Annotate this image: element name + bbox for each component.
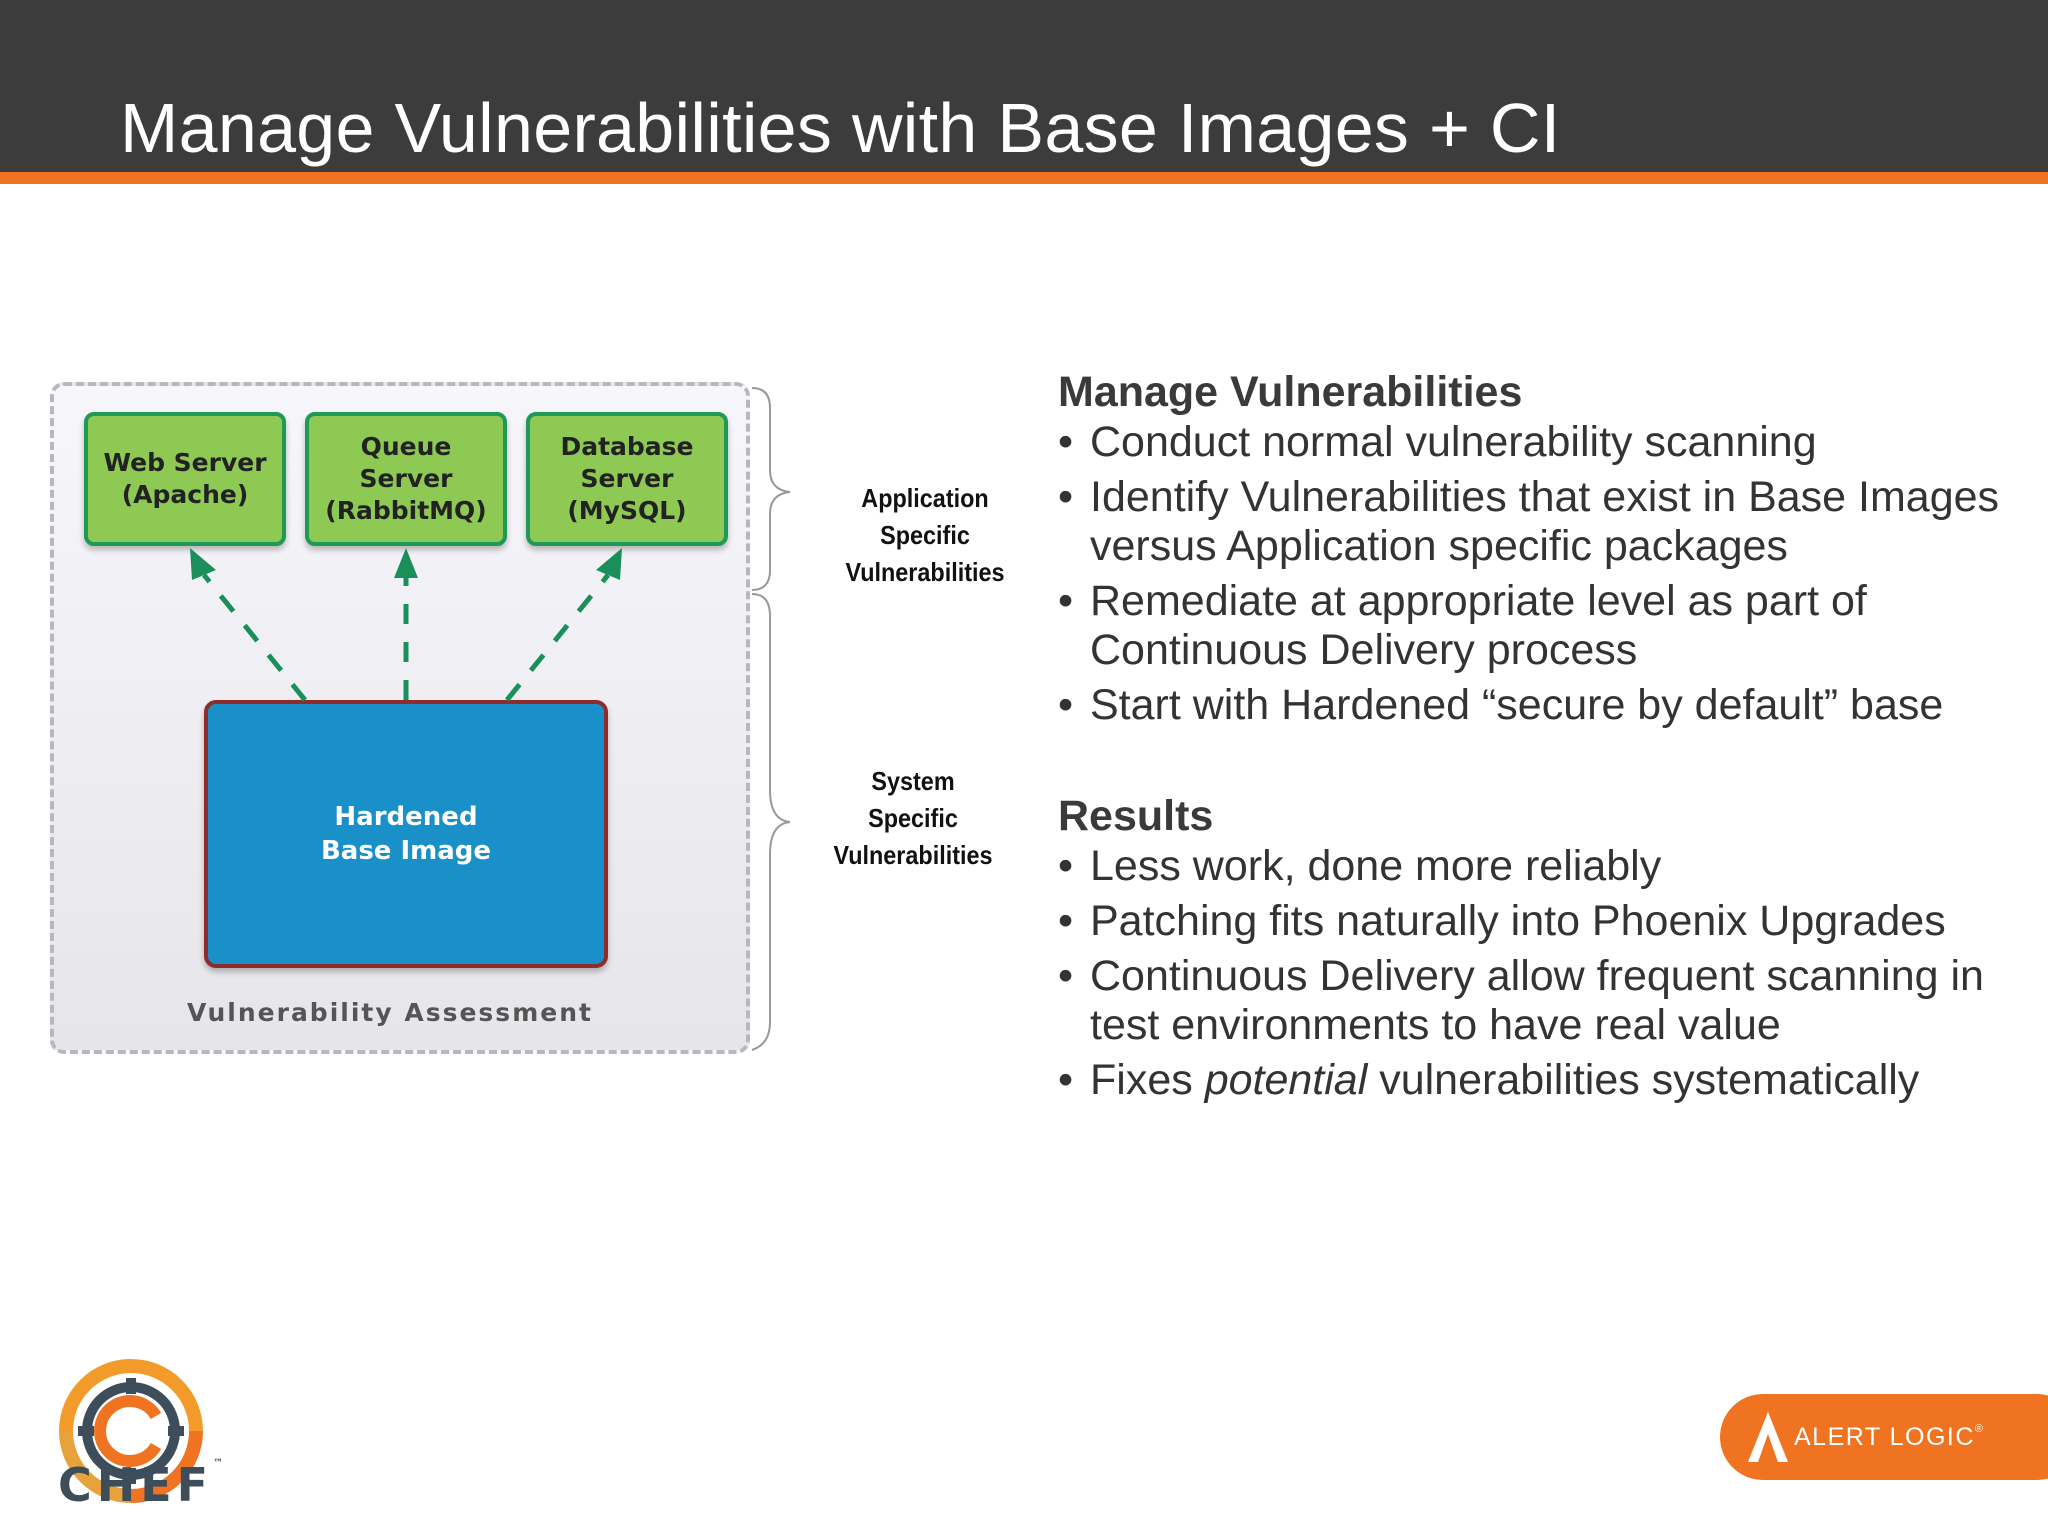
arrowhead-web-server <box>190 548 216 580</box>
diagram-connectors <box>190 387 791 1051</box>
arrow-base-to-web-server <box>202 573 307 702</box>
manage-vulnerabilities-list: Conduct normal vulnerability scanning Id… <box>1058 418 2018 730</box>
list-item: Start with Hardened “secure by default” … <box>1058 681 2018 730</box>
web-server-box: Web Server (Apache) <box>84 412 286 546</box>
alert-logic-icon <box>1748 1412 1788 1462</box>
list-item: Patching fits naturally into Phoenix Upg… <box>1058 897 2018 946</box>
application-specific-label: Application Specific Vulnerabilities <box>845 483 1005 587</box>
alert-logic-wordmark: ALERT LOGIC <box>1794 1423 1975 1451</box>
system-specific-label: System Specific Vulnerabilities <box>833 766 993 870</box>
system-specific-brace <box>751 593 791 1051</box>
results-heading: Results <box>1058 792 1214 840</box>
text-panel: Manage Vulnerabilities Conduct normal vu… <box>1058 366 2018 1111</box>
arrowhead-queue-server <box>394 548 418 578</box>
chef-trademark: ™ <box>213 1458 224 1469</box>
database-server-box: Database Server (MySQL) <box>526 412 728 546</box>
alert-logic-registered-mark: ® <box>1974 1423 1984 1435</box>
title-bar-accent-rule <box>0 172 2048 184</box>
vulnerability-assessment-label: Vulnerability Assessment <box>187 998 593 1027</box>
slide-title: Manage Vulnerabilities with Base Images … <box>120 89 1561 167</box>
application-specific-brace <box>751 387 791 591</box>
alert-logic-text: ALERT LOGIC® <box>1794 1423 1983 1452</box>
chef-logo-text: CHEF™ <box>58 1458 223 1512</box>
arrow-base-to-database-server <box>505 573 610 702</box>
results-list: Less work, done more reliably Patching f… <box>1058 842 2018 1105</box>
list-item: Fixes potential vulnerabilities systemat… <box>1058 1056 2018 1105</box>
dependency-arrows <box>202 573 610 702</box>
hardened-base-image-box: Hardened Base Image <box>204 700 608 968</box>
list-item: Continuous Delivery allow frequent scann… <box>1058 952 2018 1050</box>
vulnerability-diagram: Web Server (Apache) Queue Server (Rabbit… <box>0 0 1060 1100</box>
list-item: Conduct normal vulnerability scanning <box>1058 418 2018 467</box>
arrowhead-database-server <box>596 548 622 580</box>
chef-logo-icon <box>59 1359 203 1503</box>
list-item: Remediate at appropriate level as part o… <box>1058 577 2018 675</box>
bullet-text-suffix: vulnerabilities systematically <box>1367 1056 1920 1104</box>
title-bar <box>0 0 2048 172</box>
list-item: Identify Vulnerabilities that exist in B… <box>1058 473 2018 571</box>
chef-wordmark: CHEF <box>58 1458 214 1512</box>
list-item: Less work, done more reliably <box>1058 842 2018 891</box>
arrowheads <box>190 548 622 580</box>
manage-vulnerabilities-heading: Manage Vulnerabilities <box>1058 368 1523 416</box>
emphasis-text: potential <box>1204 1056 1368 1104</box>
queue-server-box: Queue Server (RabbitMQ) <box>305 412 507 546</box>
bullet-text-prefix: Fixes <box>1090 1056 1205 1104</box>
